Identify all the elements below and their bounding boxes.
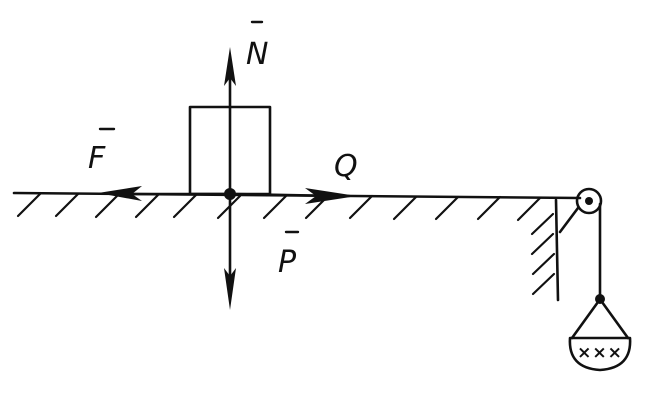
label-F: F [88,127,116,176]
label-weight: P [278,245,297,280]
load-bowl [568,336,632,372]
label-normal-force: N [246,37,268,72]
weight-arrow [224,194,236,310]
pulley-bracket [558,206,580,234]
ground [12,191,582,222]
wall-support [530,198,580,302]
hanging-load: ××× [568,300,632,372]
load-marks: ××× [577,343,623,363]
ground-hatching [16,192,542,222]
wall-line [554,198,560,302]
application-point [224,188,236,200]
wall-hatching [530,212,556,296]
label-P: P [278,230,300,280]
label-N: N [246,20,268,72]
label-friction-force: F [88,141,106,176]
friction-force-arrow [98,186,230,201]
pulley [575,187,603,215]
normal-force-arrow [224,47,236,195]
label-Q: Q [334,149,358,184]
tension-arrow [230,188,357,204]
pulley-axle [585,197,593,205]
load-string-right [600,300,630,340]
label-tension: Q [334,149,358,184]
load-string-left [570,300,600,340]
pulley-wheel [575,187,603,215]
